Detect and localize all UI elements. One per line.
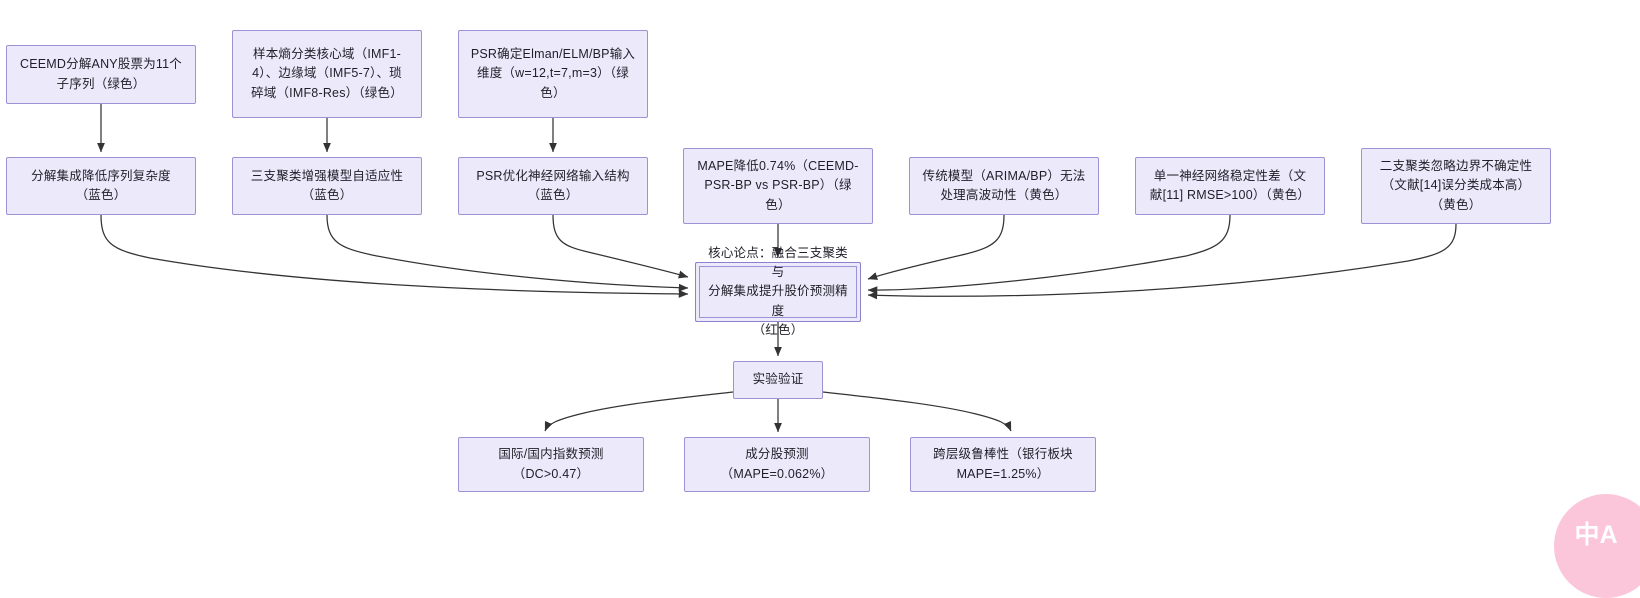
edge-n8-core [867, 214, 1005, 280]
node-label: CEEMD分解ANY股票为11个 子序列（绿色） [19, 57, 183, 91]
node-n2[interactable]: 样本熵分类核心域（IMF1- 4）、边缘域（IMF5-7）、琐 碎域（IMF8-… [232, 30, 422, 118]
node-n4[interactable]: 分解集成降低序列复杂度 （蓝色） [6, 157, 196, 215]
node-label: 跨层级鲁棒性（银行板块 MAPE=1.25%） [933, 447, 1073, 481]
node-exp[interactable]: 实验验证 [733, 361, 823, 399]
node-label: 样本熵分类核心域（IMF1- 4）、边缘域（IMF5-7）、琐 碎域（IMF8-… [251, 46, 403, 100]
node-label: PSR确定Elman/ELM/BP输入 维度（w=12,t=7,m=3）（绿 色… [470, 46, 636, 100]
node-label: 核心论点：融合三支聚类与 分解集成提升股价预测精度 （红色） [708, 245, 848, 338]
node-n6[interactable]: PSR优化神经网络输入结构 （蓝色） [458, 157, 648, 215]
flowchart-canvas: CEEMD分解ANY股票为11个 子序列（绿色） 样本熵分类核心域（IMF1- 4… [6, 30, 1640, 598]
watermark-text: 中A [1574, 521, 1618, 550]
edge-n4-core [100, 214, 689, 298]
node-n1[interactable]: CEEMD分解ANY股票为11个 子序列（绿色） [6, 45, 196, 104]
node-label: 分解集成降低序列复杂度 （蓝色） [31, 168, 171, 202]
edge-n6-core [552, 214, 689, 279]
node-core[interactable]: 核心论点：融合三支聚类与 分解集成提升股价预测精度 （红色） [695, 246, 861, 337]
node-label: 实验验证 [752, 372, 804, 387]
edge-exp-r1 [544, 391, 734, 432]
node-label: 二支聚类忽略边界不确定性 （文献[14]误分类成本高） （黄色） [1379, 158, 1533, 212]
node-n7[interactable]: MAPE降低0.74%（CEEMD- PSR-BP vs PSR-BP）（绿 色… [683, 148, 873, 224]
node-label: 成分股预测 （MAPE=0.062%） [720, 447, 834, 481]
node-r3[interactable]: 跨层级鲁棒性（银行板块 MAPE=1.25%） [910, 437, 1096, 492]
edge-exp-r3 [822, 391, 1012, 432]
node-n8[interactable]: 传统模型（ARIMA/BP）无法 处理高波动性（黄色） [909, 157, 1099, 215]
edge-n10-core [867, 223, 1457, 300]
node-n9[interactable]: 单一神经网络稳定性差（文 献[11] RMSE>100）（黄色） [1135, 157, 1325, 215]
node-label: 单一神经网络稳定性差（文 献[11] RMSE>100）（黄色） [1149, 168, 1311, 202]
edge-n5-core [326, 214, 689, 292]
node-label: MAPE降低0.74%（CEEMD- PSR-BP vs PSR-BP）（绿 色… [697, 158, 859, 212]
node-label: PSR优化神经网络输入结构 （蓝色） [476, 168, 630, 202]
node-r1[interactable]: 国际/国内指数预测 （DC>0.47） [458, 437, 644, 492]
node-n3[interactable]: PSR确定Elman/ELM/BP输入 维度（w=12,t=7,m=3）（绿 色… [458, 30, 648, 118]
edge-layer [97, 104, 1457, 433]
node-label: 国际/国内指数预测 （DC>0.47） [498, 447, 604, 481]
edge-n9-core [867, 214, 1231, 295]
node-n5[interactable]: 三支聚类增强模型自适应性 （蓝色） [232, 157, 422, 215]
node-label: 传统模型（ARIMA/BP）无法 处理高波动性（黄色） [922, 168, 1086, 202]
node-n10[interactable]: 二支聚类忽略边界不确定性 （文献[14]误分类成本高） （黄色） [1361, 148, 1551, 224]
node-r2[interactable]: 成分股预测 （MAPE=0.062%） [684, 437, 870, 492]
node-label: 三支聚类增强模型自适应性 （蓝色） [250, 168, 404, 202]
